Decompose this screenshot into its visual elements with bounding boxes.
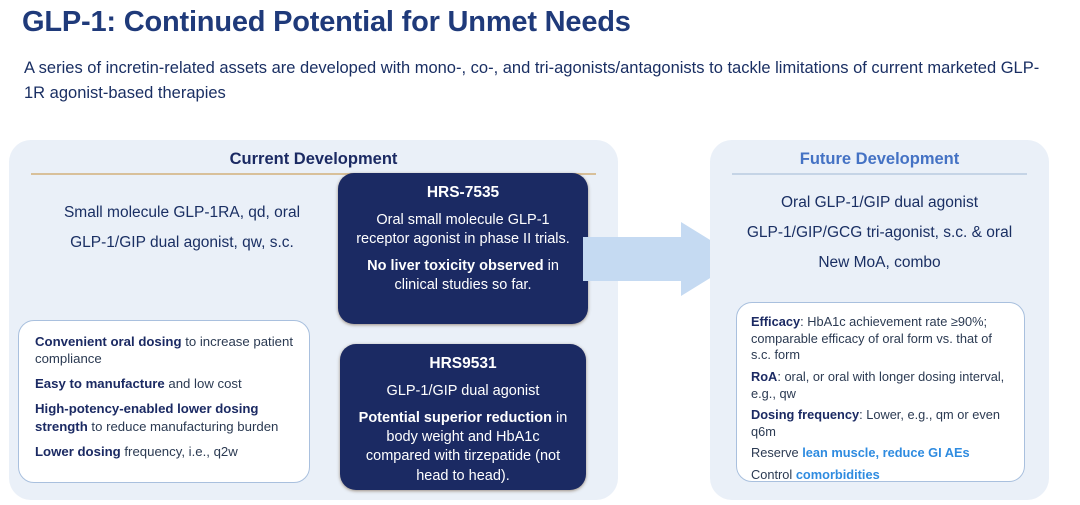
goal-item-sep: : [800,314,808,329]
asset-card-body: GLP-1/GIP dual agonist [386,382,540,399]
benefit-item-bold: Convenient oral dosing [35,334,182,349]
right-panel-divider [732,173,1027,175]
goal-item-label: RoA [751,368,778,384]
goal-item: Reserve lean muscle, reduce GI AEs [751,445,1011,462]
goal-item-lead: Control [751,467,796,482]
benefit-item-rest: to reduce manufacturing burden [87,418,279,434]
goal-item-sep: : [777,368,785,384]
asset-card-body: Oral small molecule GLP-1 receptor agoni… [356,211,570,247]
asset-card-hrs9531: HRS9531 GLP-1/GIP dual agonist Potential… [340,344,586,490]
goal-item: Control comorbidities [751,467,1011,484]
benefits-box: Convenient oral dosing to increase patie… [18,320,310,483]
benefit-item-rest: and low cost [164,376,242,392]
asset-card-title: HRS9531 [429,355,497,372]
current-development-lines: Small molecule GLP-1RA, qd, oral GLP-1/G… [27,198,337,258]
current-development-header: Current Development [229,150,398,168]
right-arrow-icon [583,222,741,296]
current-line: GLP-1/GIP dual agonist, qw, s.c. [70,234,294,252]
asset-card-note-rest: in body weight and HbA1c compared with t… [365,409,568,484]
future-development-header: Future Development [799,150,960,168]
benefit-item: High-potency-enabled lower dosing streng… [35,400,295,434]
goal-item: RoA: oral, or oral with longer dosing in… [751,369,1011,402]
future-line: Oral GLP-1/GIP dual agonist [780,194,978,211]
asset-card-note-bold: No liver toxicity observed [367,258,544,275]
asset-card-note-rest: in clinical studies so far. [394,258,559,294]
asset-card-hrs-7535: HRS-7535 Oral small molecule GLP-1 recep… [338,173,588,324]
goal-item-text: HbA1c achievement rate ≥90%; comparable … [751,314,992,363]
asset-card-title: HRS-7535 [426,184,500,201]
future-line: GLP-1/GIP/GCG tri-agonist, s.c. & oral [746,224,1013,242]
goal-item-highlight: comorbidities [795,467,880,482]
goal-item-text: oral, or oral with longer dosing interva… [751,368,1005,401]
goal-item-text: Lower, e.g., qm or even q6m [751,407,1000,439]
asset-card-note-bold: Potential superior reduction [358,409,553,426]
asset-card-note: Potential superior reduction in body wei… [354,409,572,486]
benefit-item: Convenient oral dosing to increase patie… [35,333,295,367]
benefit-item-rest: to increase patient compliance [35,334,293,367]
benefit-item: Easy to manufacture and low cost [35,375,295,392]
goal-item-lead: Reserve [751,445,803,461]
goal-item: Efficacy: HbA1c achievement rate ≥90%; c… [751,314,1011,364]
goal-item: Dosing frequency: Lower, e.g., qm or eve… [751,407,1011,440]
goal-item-label: Efficacy [751,314,801,329]
benefit-item-bold: Lower dosing [35,443,121,459]
goal-item-label: Dosing frequency [751,407,860,423]
benefit-item-rest: frequency, i.e., q2w [120,443,238,459]
goals-box: Efficacy: HbA1c achievement rate ≥90%; c… [736,302,1025,482]
left-panel-divider [31,173,596,175]
asset-card-note: No liver toxicity observed in clinical s… [352,257,574,296]
benefit-item-bold: Easy to manufacture [35,376,165,392]
page-title: GLP-1: Continued Potential for Unmet Nee… [22,6,631,38]
goal-item-sep: : [859,407,867,423]
benefit-item: Lower dosing frequency, i.e., q2w [35,443,295,460]
future-development-lines: Oral GLP-1/GIP dual agonist GLP-1/GIP/GC… [720,188,1039,279]
page-subtitle: A series of incretin-related assets are … [24,59,1040,102]
benefit-item-bold: High-potency-enabled lower dosing streng… [35,401,259,434]
goal-item-highlight: lean muscle, reduce GI AEs [802,445,970,461]
future-line: New MoA, combo [818,254,941,272]
current-line: Small molecule GLP-1RA, qd, oral [63,204,301,221]
